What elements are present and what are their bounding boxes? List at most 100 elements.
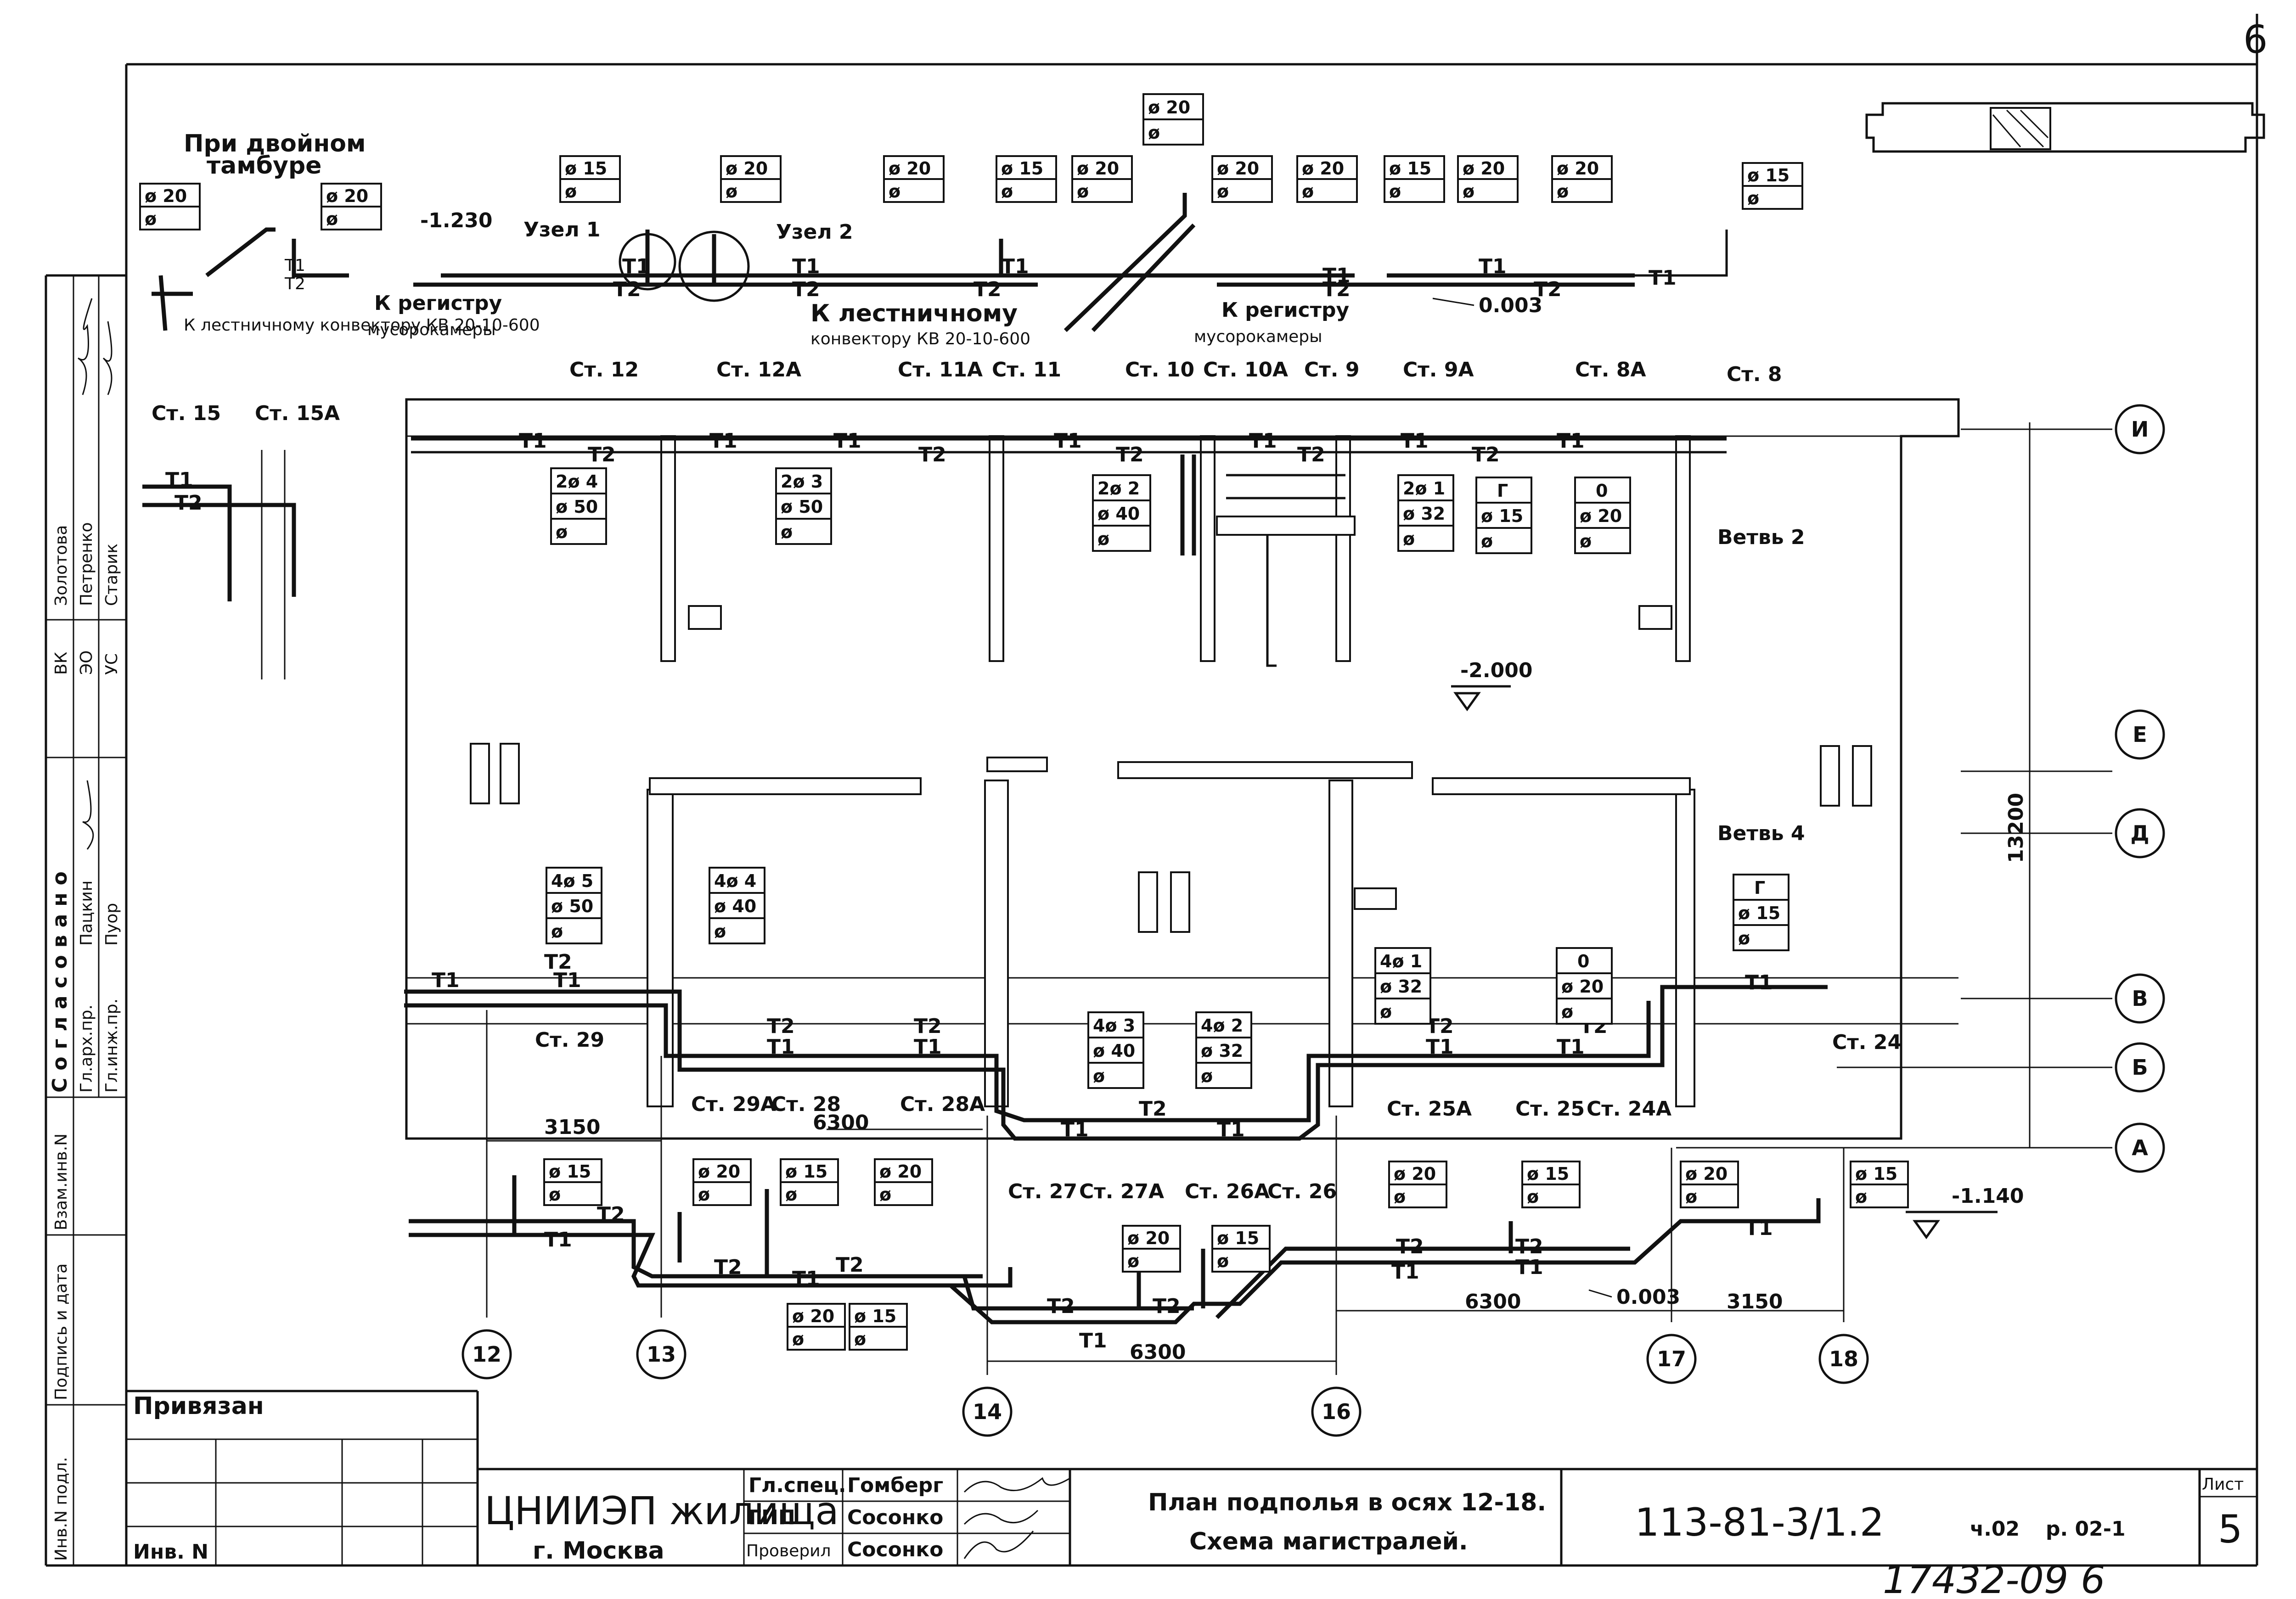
tag-bot-15e: ø 15ø	[1521, 1161, 1581, 1208]
svg-text:ø 15: ø 15	[1001, 158, 1043, 179]
tag-top-20b: ø 20ø	[321, 183, 382, 230]
svg-text:4ø 1: 4ø 1	[1380, 951, 1422, 971]
dim-3150-right: 3150	[1727, 1290, 1783, 1313]
tag-4d2: 4ø 2ø 32ø	[1195, 1011, 1252, 1089]
plan-t1-m: Т1	[1217, 1118, 1245, 1141]
tag-4d5: 4ø 5ø 50ø	[546, 867, 602, 944]
svg-text:ø 15: ø 15	[1747, 165, 1790, 185]
svg-text:ø 50: ø 50	[781, 497, 823, 517]
plan-t2-b: Т2	[918, 443, 946, 466]
plan-t2-e: Т2	[1472, 443, 1500, 466]
level-1230: -1.230	[420, 209, 492, 232]
plan-t1-d: Т1	[1054, 429, 1082, 453]
svg-text:ø 20: ø 20	[889, 158, 931, 179]
tag-4d3: 4ø 3ø 40ø	[1087, 1011, 1144, 1089]
role-2: ГИП	[748, 1506, 795, 1529]
svg-text:ø 32: ø 32	[1380, 976, 1422, 997]
svg-text:ø: ø	[1403, 529, 1415, 549]
bot-t2-a: Т2	[597, 1203, 625, 1226]
dim-13200: 13200	[2004, 793, 2028, 863]
svg-text:4ø 3: 4ø 3	[1093, 1016, 1135, 1036]
tag-2d3: 2ø 3ø 50ø	[775, 467, 832, 545]
top-t1-3: Т1	[1001, 255, 1029, 278]
plan-t1-b: Т1	[709, 429, 737, 453]
svg-text:ø: ø	[1302, 181, 1314, 202]
plan-t1-e: Т1	[1249, 429, 1277, 453]
plan-t2-h: Т2	[914, 1015, 942, 1038]
axis-row-i: И	[2115, 404, 2165, 454]
svg-text:ø: ø	[785, 1184, 797, 1205]
riser-9a: Ст. 9А	[1403, 358, 1474, 382]
plan-t1-o: Т1	[1557, 1035, 1585, 1059]
axis-bubbles: 12 13 14 16 17 18 И Е Д В Б А	[461, 404, 2165, 1437]
svg-text:ø: ø	[1127, 1251, 1139, 1271]
approval-name-1: Золотова	[52, 525, 71, 606]
svg-text:ø 50: ø 50	[556, 497, 598, 517]
svg-text:12: 12	[472, 1342, 501, 1367]
svg-text:ø: ø	[854, 1329, 866, 1349]
riser-10a: Ст. 10А	[1203, 358, 1288, 382]
inset-t2: Т2	[174, 491, 203, 515]
svg-text:ø 15: ø 15	[565, 158, 607, 179]
svg-text:ø 20: ø 20	[1394, 1164, 1436, 1184]
top-t1-5: Т1	[1479, 255, 1507, 278]
tag-top-20a: ø 20ø	[139, 183, 201, 230]
drawing-part: ч.02	[1970, 1517, 2020, 1541]
signature-sosonko-2	[963, 1531, 1034, 1559]
svg-text:ø: ø	[714, 921, 726, 942]
plan-t2-i: Т2	[1139, 1097, 1167, 1121]
plan-t1-j: Т1	[767, 1035, 795, 1059]
note-k-lestn: К лестничному	[810, 300, 1018, 327]
approval-arch: Гл.арх.пр.	[77, 1004, 96, 1093]
svg-text:4ø 4: 4ø 4	[714, 871, 756, 891]
svg-text:ø: ø	[1217, 1251, 1229, 1271]
svg-text:Е: Е	[2133, 722, 2147, 747]
axis-col-18: 18	[1818, 1334, 1869, 1384]
svg-text:ø 20: ø 20	[1127, 1228, 1170, 1248]
plan-t2-f: Т2	[544, 950, 572, 974]
plan-t1-p: Т1	[1745, 971, 1773, 994]
approval-name-3: Старик	[102, 544, 121, 606]
tag-bot-20e: ø 20 ø	[1388, 1161, 1447, 1208]
svg-text:В: В	[2132, 986, 2148, 1011]
svg-text:ø: ø	[792, 1329, 804, 1349]
vzam-inv-label: Взам.инв.N	[52, 1133, 71, 1230]
lower-riser-labels: Ст. 29 Ст. 29А Ст. 28 Ст. 28А Ст. 27 Ст.…	[535, 1028, 1902, 1203]
plan-t1-n: Т1	[1426, 1035, 1454, 1059]
signature-sosonko-1	[963, 1509, 1039, 1525]
tag-bot-15a: ø 15ø	[543, 1158, 602, 1206]
plan-t2-d: Т2	[1297, 443, 1325, 466]
svg-text:Б: Б	[2132, 1055, 2148, 1080]
tag-top-20g: ø 20ø	[1211, 155, 1273, 203]
svg-text:0: 0	[1577, 951, 1589, 971]
svg-text:ø: ø	[1394, 1187, 1406, 1207]
svg-text:ø 20: ø 20	[1463, 158, 1505, 179]
svg-text:14: 14	[973, 1399, 1002, 1424]
approval-vk: ВК	[52, 652, 71, 675]
bot-t1-e: Т1	[1515, 1256, 1543, 1279]
tag-bot-15c: ø 15ø	[849, 1303, 908, 1351]
tag-top-15c: ø 15ø	[1384, 155, 1445, 203]
approval-block: ВК ЭО УС Золотова Петренко Старик Соглас…	[46, 274, 126, 1565]
svg-text:ø: ø	[1527, 1187, 1539, 1207]
svg-text:ø 20: ø 20	[1217, 158, 1259, 179]
bottom-schematic: Т2 Т1 Т2 Т1 Т2 Т2 Т1 Т2 Т2 Т1 Т2 Т1 Т1 0…	[409, 1158, 2024, 1352]
tag-top-15a: ø 15ø	[559, 155, 621, 203]
axis-row-e: Е	[2115, 709, 2165, 760]
top-main-t1	[441, 239, 1635, 278]
svg-text:ø: ø	[565, 181, 577, 202]
svg-text:ø 40: ø 40	[1093, 1041, 1135, 1061]
lower-tags: 4ø 5ø 50ø 4ø 4ø 40ø 4ø 3ø 40ø 4ø 2ø 32ø …	[546, 867, 1790, 1089]
plan-lower-mains: Т1 Т2 Т1 Т2 Т1 Т2 Т1 Т2 Т1 Т1 Т2 Т1 Т2 Т…	[404, 822, 1828, 1141]
svg-text:ø 20: ø 20	[1580, 506, 1622, 526]
svg-text:ø: ø	[1855, 1187, 1867, 1207]
plan-t1-k: Т1	[914, 1035, 942, 1059]
tag-top-20d: ø 20ø	[883, 155, 945, 203]
svg-text:13: 13	[647, 1342, 676, 1367]
floor-plan	[405, 398, 1960, 1140]
svg-text:ø: ø	[1463, 181, 1474, 202]
tag-bot-15b: ø 15ø	[780, 1158, 839, 1206]
plan-t1-c: Т1	[833, 429, 861, 453]
riser-12a: Ст. 12А	[716, 358, 801, 382]
privyazan-label: Привязан	[133, 1392, 264, 1420]
